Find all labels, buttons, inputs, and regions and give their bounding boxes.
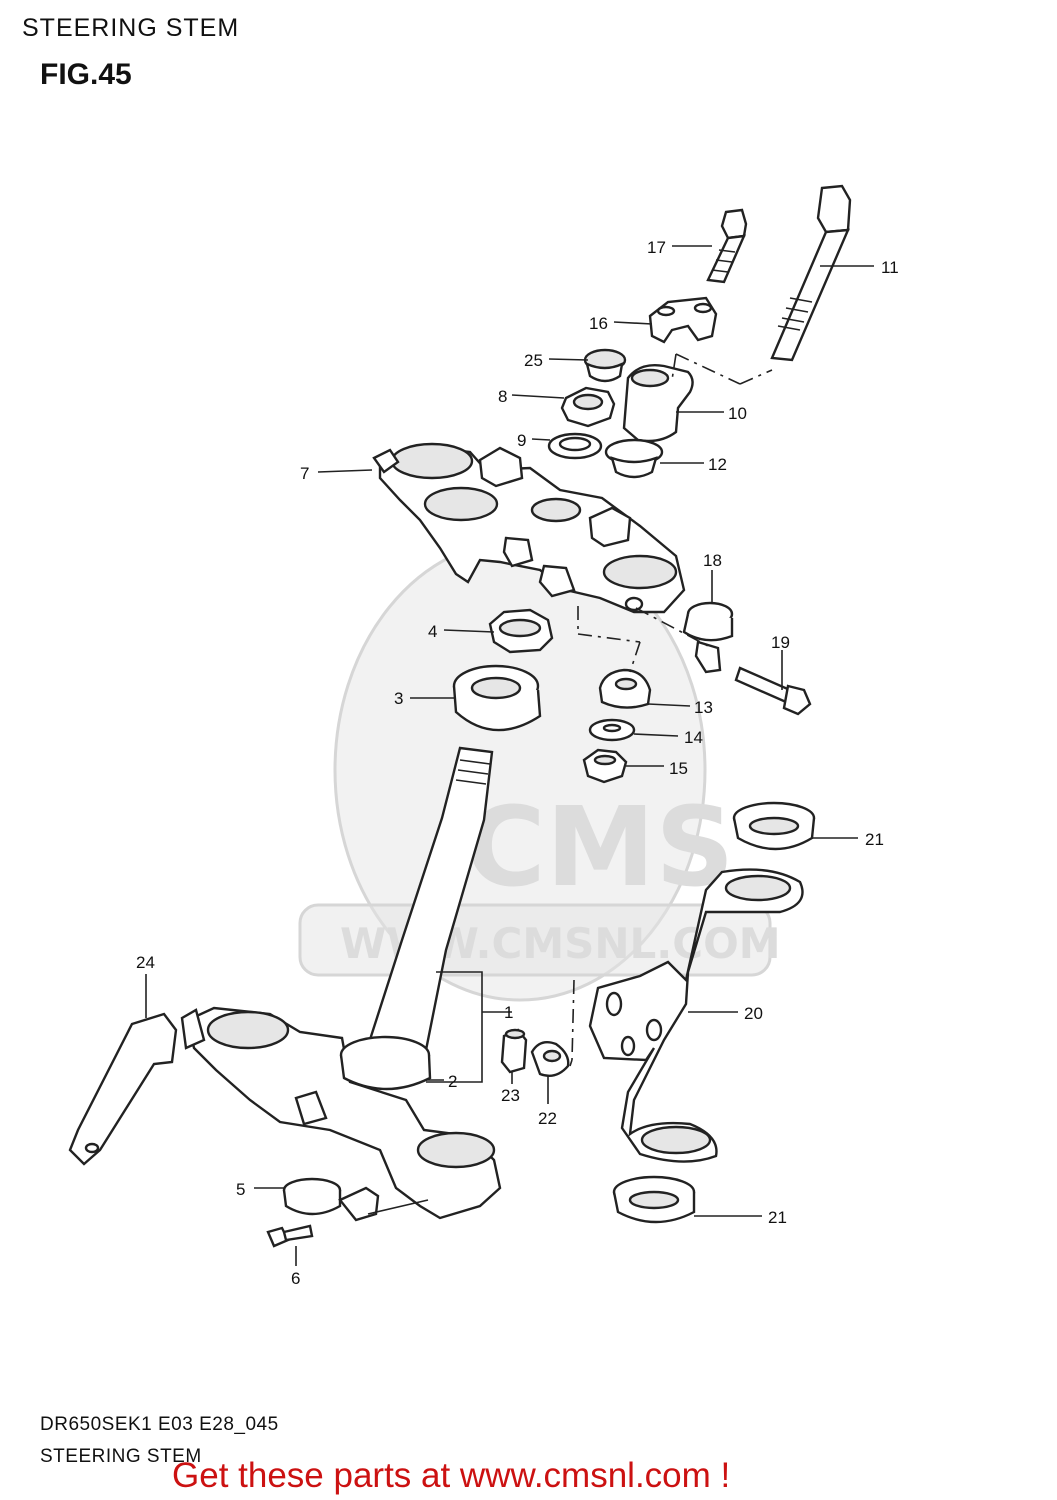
leader-lines [145,245,874,1266]
callout-labels: 1 2 3 4 5 6 7 8 9 10 11 12 13 14 15 16 1… [136,238,899,1288]
part-10-holder[interactable] [622,364,694,443]
callout-22: 22 [538,1109,557,1128]
part-21-grommet-upper[interactable] [732,801,816,851]
callout-21-upper: 21 [865,830,884,849]
callout-25: 25 [524,351,543,370]
callout-9: 9 [517,431,526,450]
part-22-grommet[interactable] [530,1041,570,1077]
part-25-cap[interactable] [583,348,627,383]
part-6-screw[interactable] [266,1224,314,1248]
callout-16: 16 [589,314,608,333]
part-2-lower-bracket[interactable] [180,1006,502,1220]
callout-24: 24 [136,953,155,972]
callout-2: 2 [448,1072,457,1091]
part-24-stay[interactable] [68,1012,178,1166]
part-12-cushion[interactable] [604,438,664,479]
callout-5: 5 [236,1180,245,1199]
callout-3: 3 [394,689,403,708]
promo-banner[interactable]: Get these parts at www.cmsnl.com ! [172,1456,731,1495]
part-8-nut[interactable] [560,386,616,428]
callout-8: 8 [498,387,507,406]
callout-20: 20 [744,1004,763,1023]
part-4-nut[interactable] [488,608,554,654]
part-23-collar[interactable] [500,1028,528,1074]
watermark-brand: CMS [465,783,734,911]
callout-18: 18 [703,551,722,570]
part-5-grommet[interactable] [282,1177,380,1222]
part-11-long-bolt[interactable] [770,184,852,362]
part-21-grommet-lower[interactable] [612,1175,696,1224]
callout-19: 19 [771,633,790,652]
part-19-bolt[interactable] [734,666,812,716]
part-13-cushion[interactable] [598,668,652,709]
callout-11: 11 [881,258,899,277]
callout-10: 10 [728,404,747,423]
part-7-upper-bracket[interactable] [372,442,686,614]
part-14-washer[interactable] [588,718,636,742]
callout-21-lower: 21 [768,1208,787,1227]
callout-6: 6 [291,1269,300,1288]
part-17-bolt[interactable] [706,208,748,284]
callout-12: 12 [708,455,727,474]
section-title: STEERING STEM [22,14,240,42]
callout-23: 23 [501,1086,520,1105]
callout-1: 1 [504,1003,513,1022]
part-9-washer[interactable] [547,432,603,460]
callout-15: 15 [669,759,688,778]
part-16-clamp[interactable] [648,296,718,344]
part-3-bearing[interactable] [452,664,542,732]
callout-14: 14 [684,728,703,747]
figure-label: FIG.45 [40,58,132,91]
callout-4: 4 [428,622,437,641]
part-20-bracket[interactable] [588,868,804,1163]
callout-7: 7 [300,464,309,483]
callout-13: 13 [694,698,713,717]
callout-17: 17 [647,238,666,257]
part-15-nut[interactable] [582,748,628,784]
part-18-clamp[interactable] [682,601,734,674]
footer-caption: STEERING STEM [40,1446,202,1467]
model-code: DR650SEK1 E03 E28_045 [40,1414,279,1435]
